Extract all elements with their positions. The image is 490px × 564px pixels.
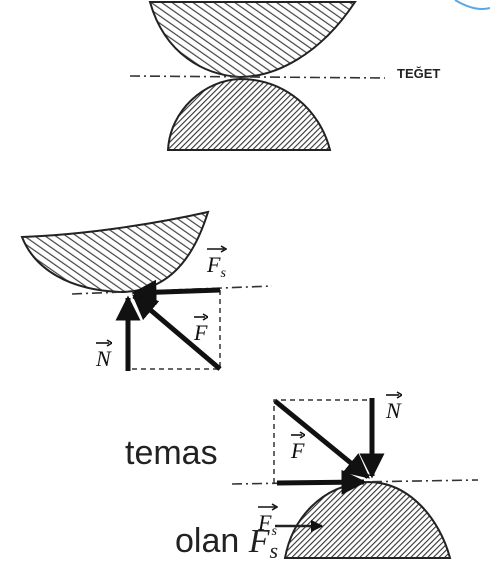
resultant-force-arrow — [273, 399, 370, 479]
resultant-symbol: F — [291, 438, 305, 463]
body-text-line-2: olan Fs — [175, 522, 278, 564]
vector-arrow-icon — [258, 503, 278, 511]
upper-body — [148, 0, 357, 79]
body-text-word: olan — [175, 522, 240, 560]
friction-force-label: Fs — [207, 245, 227, 281]
lower-body — [166, 77, 332, 151]
component-guides — [132, 290, 221, 370]
tangent-label: TEĞET — [397, 66, 441, 81]
resultant-force-arrow — [132, 294, 222, 371]
top-diagram — [129, 0, 386, 151]
resultant-force-label: F — [194, 313, 208, 345]
vector-arrow-icon — [386, 391, 402, 399]
friction-subscript: s — [220, 266, 226, 281]
tangent-line — [129, 75, 386, 79]
friction-force-label: Fs — [258, 503, 278, 539]
upper-body — [20, 210, 210, 294]
normal-force-label: N — [386, 391, 402, 423]
normal-force-label: N — [96, 339, 112, 371]
vector-arrow-icon — [291, 431, 305, 439]
friction-subscript: s — [271, 524, 277, 539]
lower-body — [283, 480, 452, 559]
friction-force-arrow — [276, 469, 367, 495]
bottom-diagram — [231, 398, 479, 559]
middle-diagram — [20, 210, 273, 371]
vector-arrow-icon — [96, 339, 112, 347]
friction-symbol: F — [258, 510, 272, 535]
vector-arrow-icon — [194, 313, 208, 321]
body-text-line-1: temas — [125, 434, 218, 472]
friction-force-arrow — [131, 279, 221, 305]
corner-accent-arc — [454, 0, 490, 10]
normal-symbol: N — [96, 346, 111, 371]
component-guides — [273, 399, 371, 483]
vector-arrow-icon — [207, 245, 227, 253]
normal-symbol: N — [386, 398, 401, 423]
body-vector-symbol: F — [248, 523, 270, 560]
resultant-force-label: F — [291, 431, 305, 463]
friction-symbol: F — [207, 252, 221, 277]
body-vector-subscript: s — [269, 538, 279, 563]
resultant-symbol: F — [194, 320, 208, 345]
body-text-vector: Fs — [248, 523, 279, 563]
